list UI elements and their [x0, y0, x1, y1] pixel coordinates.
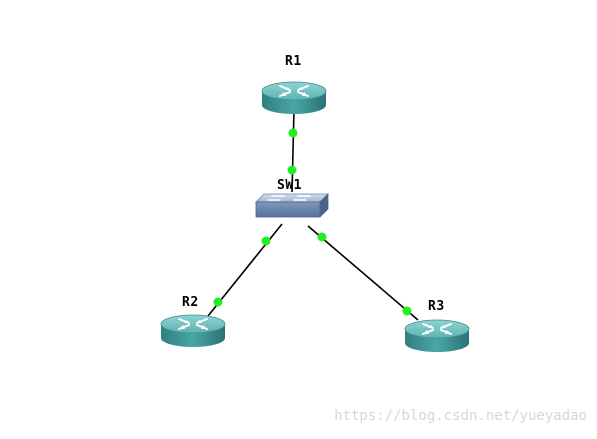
node-label-r2: R2 — [182, 295, 199, 310]
link-status-dot-sw1-r1-end — [287, 165, 297, 175]
link-sw1-r3[interactable] — [307, 225, 419, 321]
node-label-sw1: SW1 — [277, 178, 302, 193]
link-r1-sw1[interactable] — [291, 109, 295, 193]
switch-sw1-icon[interactable] — [255, 193, 329, 218]
link-status-dot-r2-end — [213, 297, 223, 307]
node-label-r1: R1 — [285, 54, 302, 69]
link-status-dot-r1-end — [288, 128, 298, 138]
link-status-dot-sw1-r2-end — [261, 236, 271, 246]
node-label-r3: R3 — [428, 299, 445, 314]
link-status-layer — [213, 128, 412, 316]
link-status-dot-r3-end — [402, 306, 412, 316]
watermark-text: https://blog.csdn.net/yueyadao — [334, 408, 587, 424]
router-r3-icon[interactable] — [404, 319, 470, 352]
link-status-dot-sw1-r3-end — [317, 232, 327, 242]
router-r1-icon[interactable] — [261, 81, 327, 114]
router-r2-icon[interactable] — [160, 314, 226, 347]
